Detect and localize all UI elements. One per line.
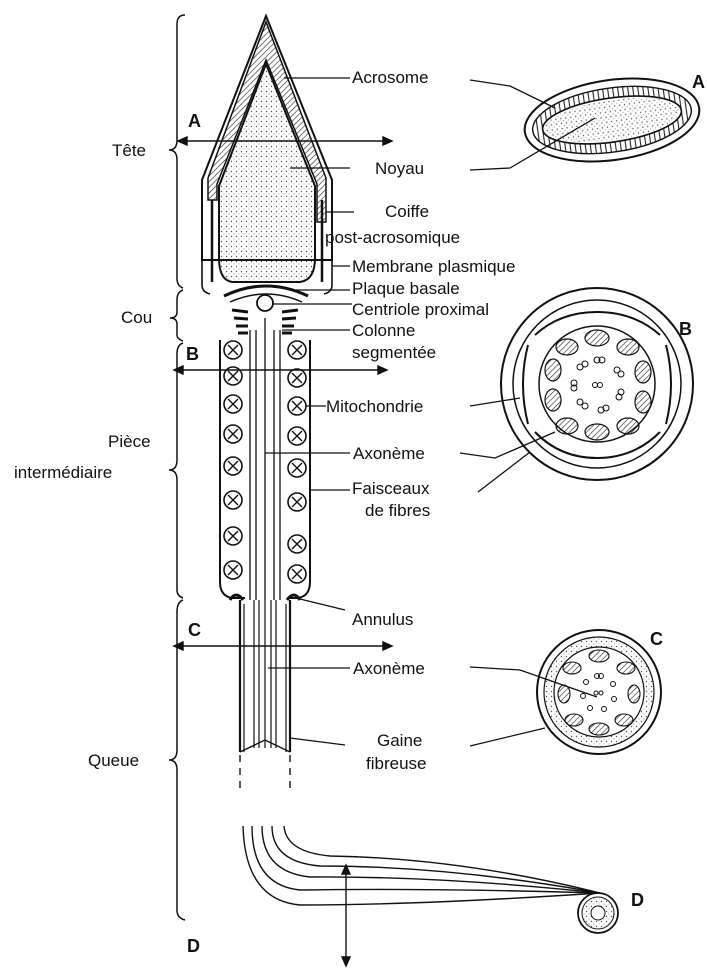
label-noyau: Noyau xyxy=(375,159,424,178)
label-gaine-line1: Gaine xyxy=(377,731,422,750)
cross-section-a xyxy=(519,68,704,172)
label-faisceaux-line2: de fibres xyxy=(365,501,430,520)
label-colonne-line1: Colonne xyxy=(352,321,415,340)
label-annulus: Annulus xyxy=(352,610,413,629)
section-label-b-right: B xyxy=(679,319,692,339)
label-axoneme-1: Axonème xyxy=(353,444,425,463)
section-label-d-bottom: D xyxy=(187,936,200,956)
sperm-head xyxy=(202,16,332,294)
proximal-centriole xyxy=(257,295,273,311)
end-piece xyxy=(243,826,600,905)
cross-section-d xyxy=(578,893,618,933)
region-label-neck: Cou xyxy=(121,308,152,327)
label-plaque: Plaque basale xyxy=(352,279,460,298)
region-braces xyxy=(169,15,185,920)
label-faisceaux-line1: Faisceaux xyxy=(352,479,430,498)
structure-labels: Acrosome Noyau Coiffe post-acrosomique M… xyxy=(325,68,515,773)
axoneme-lines xyxy=(250,318,280,600)
region-label-midpiece-line1: Pièce xyxy=(108,432,151,451)
label-coiffe-line2: post-acrosomique xyxy=(325,228,460,247)
nucleus xyxy=(219,64,315,282)
label-gaine-line2: fibreuse xyxy=(366,754,426,773)
label-centriole: Centriole proximal xyxy=(352,300,489,319)
sperm-midpiece xyxy=(220,318,310,600)
section-label-d-right: D xyxy=(631,890,644,910)
section-label-c-left: C xyxy=(188,620,201,640)
section-label-b-left: B xyxy=(186,344,199,364)
region-label-head: Tête xyxy=(112,141,146,160)
sperm-neck xyxy=(224,286,308,333)
section-label-a-right: A xyxy=(692,72,705,92)
section-label-c-right: C xyxy=(650,629,663,649)
label-axoneme-2: Axonème xyxy=(353,659,425,678)
label-membrane: Membrane plasmique xyxy=(352,257,515,276)
cross-section-c xyxy=(537,630,661,754)
label-coiffe-line1: Coiffe xyxy=(385,202,429,221)
region-label-midpiece-line2: intermédiaire xyxy=(14,463,112,482)
label-mitochondrie: Mitochondrie xyxy=(326,397,423,416)
label-colonne-line2: segmentée xyxy=(352,343,436,362)
label-acrosome: Acrosome xyxy=(352,68,429,87)
section-label-a-left: A xyxy=(188,111,201,131)
cross-section-b xyxy=(501,288,693,480)
region-label-tail: Queue xyxy=(88,751,139,770)
